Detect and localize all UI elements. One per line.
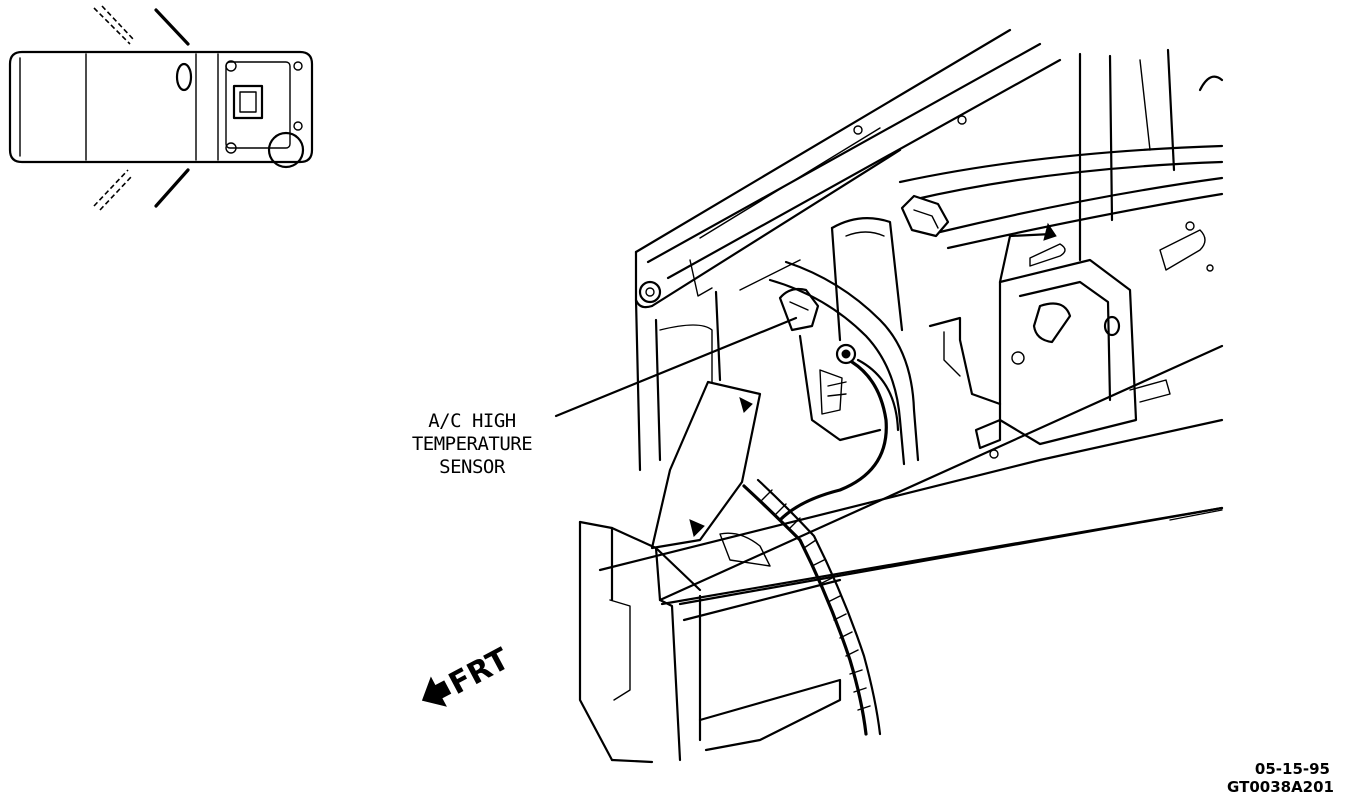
drawing-date: 05-15-95 xyxy=(1255,760,1330,778)
sensor-callout: A/C HIGH TEMPERATURE SENSOR xyxy=(412,316,798,478)
front-direction-indicator: FRT xyxy=(421,641,516,707)
drawing-code: GT0038A201 xyxy=(1227,778,1334,796)
front-direction-label: FRT xyxy=(443,641,515,702)
callout-leader-line xyxy=(554,316,798,418)
front-direction-arrow-icon xyxy=(421,676,452,707)
engine-bay-illustration xyxy=(578,28,1224,764)
callout-line-3: SENSOR xyxy=(439,456,506,478)
vehicle-top-view-locator-icon xyxy=(8,5,314,211)
callout-line-1: A/C HIGH xyxy=(428,410,516,432)
callout-line-2: TEMPERATURE xyxy=(412,433,532,455)
